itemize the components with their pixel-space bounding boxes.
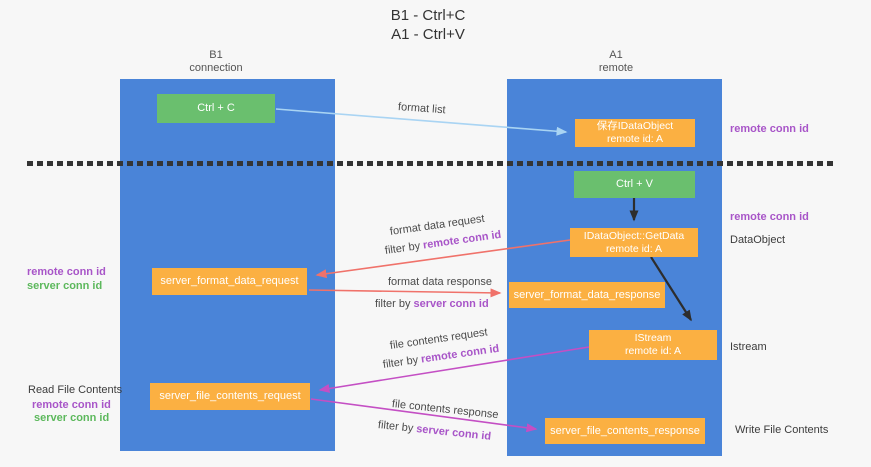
format-data-response-arrow: [308, 288, 502, 298]
label-left-server-conn-id-2: server conn id: [34, 412, 110, 424]
node-istream-line1: IStream: [634, 332, 672, 344]
node-idataobject-getdata: IDataObject::GetData remote id: A: [570, 228, 698, 257]
node-getdata-line1: IDataObject::GetData: [583, 229, 685, 242]
label-remote-conn-id-top: remote conn id: [730, 123, 809, 135]
node-format-response-label: server_format_data_response: [513, 288, 661, 301]
lane-a1-name: A1: [609, 49, 623, 61]
node-istream: IStream remote id: A: [589, 330, 717, 360]
label-write-file-contents: Write File Contents: [735, 424, 829, 436]
node-server-format-data-response: server_format_data_response: [509, 282, 665, 308]
clipboard-phase-divider: [27, 161, 833, 166]
filter-by-text: filter by: [384, 240, 421, 257]
node-ctrl-v: Ctrl + V: [574, 171, 695, 198]
lane-b1-role: connection: [189, 62, 243, 74]
node-save-idataobject-line1: 保存IDataObject: [596, 120, 674, 132]
filter-id-text: server conn id: [415, 423, 492, 443]
filter-by-text: filter by: [375, 298, 411, 310]
diagram-title: B1 - Ctrl+C A1 - Ctrl+V: [328, 6, 528, 44]
label-format-data-response: format data response: [388, 276, 492, 288]
label-left-remote-conn-id-1: remote conn id: [27, 266, 106, 278]
lane-header-b1: B1 connection: [166, 49, 266, 75]
label-left-remote-conn-id-2: remote conn id: [32, 399, 111, 411]
node-ctrl-c-label: Ctrl + C: [197, 102, 235, 114]
node-format-request-label: server_format_data_request: [160, 275, 299, 287]
filter-by-text: filter by: [377, 419, 414, 435]
node-getdata-line2: remote id: A: [605, 242, 663, 255]
label-format-list: format list: [397, 101, 446, 117]
label-dataobject: DataObject: [730, 234, 786, 246]
title-line-1: B1 - Ctrl+C: [390, 7, 466, 24]
title-line-2: A1 - Ctrl+V: [391, 26, 465, 43]
filter-id-text: remote conn id: [420, 342, 501, 366]
label-remote-conn-id-mid: remote conn id: [730, 211, 809, 223]
node-server-file-contents-request: server_file_contents_request: [150, 383, 310, 410]
label-left-server-conn-id-1: server conn id: [27, 280, 103, 292]
node-server-file-contents-response: server_file_contents_response: [545, 418, 705, 444]
node-save-idataobject: 保存IDataObject remote id: A: [575, 119, 695, 147]
node-ctrl-c: Ctrl + C: [157, 94, 275, 123]
node-server-format-data-request: server_format_data_request: [152, 268, 307, 295]
label-read-file-contents: Read File Contents: [28, 384, 123, 396]
node-istream-line2: remote id: A: [624, 345, 682, 357]
node-file-request-label: server_file_contents_request: [159, 390, 301, 402]
label-istream: Istream: [730, 341, 767, 353]
lane-b1-name: B1: [209, 49, 223, 61]
node-save-idataobject-line2: remote id: A: [606, 133, 664, 145]
node-file-response-label: server_file_contents_response: [550, 424, 700, 437]
label-file-contents-response: file contents response: [391, 398, 500, 422]
filter-by-text: filter by: [382, 354, 419, 371]
lane-header-a1: A1 remote: [566, 49, 666, 75]
filter-id-text: remote conn id: [422, 228, 503, 252]
lane-a1-role: remote: [598, 62, 634, 74]
filter-id-text: server conn id: [413, 298, 489, 310]
node-ctrl-v-label: Ctrl + V: [616, 178, 653, 190]
